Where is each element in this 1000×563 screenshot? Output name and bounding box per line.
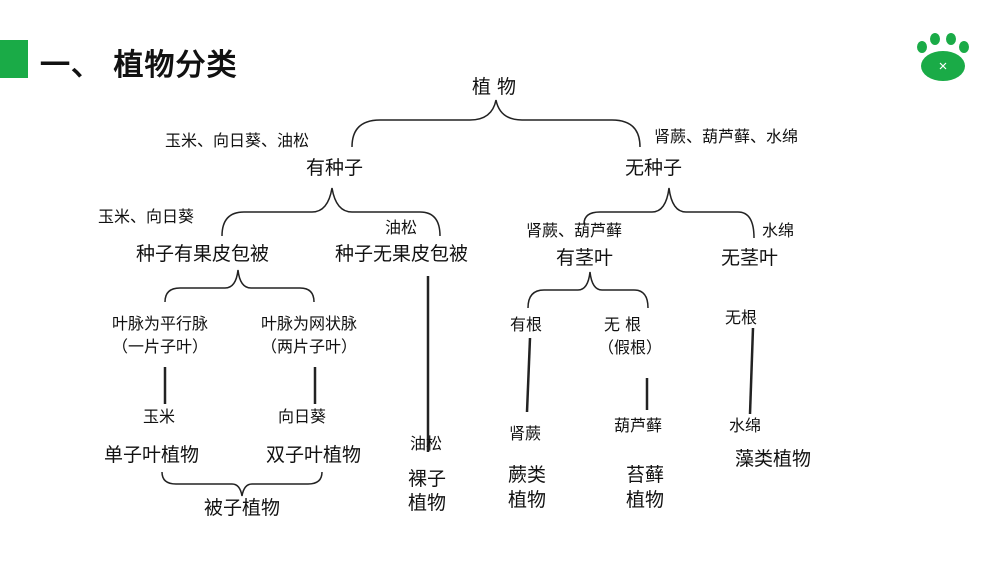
brace-stemleaf — [527, 271, 649, 309]
examples-noseed: 肾蕨、葫芦藓、水绵 — [654, 127, 799, 146]
group-gymno-line2: 植物 — [408, 492, 447, 514]
example-algae: 水绵 — [729, 416, 762, 435]
node-netted-veins: 叶脉为网状脉 — [261, 314, 358, 333]
group-angiosperm: 被子植物 — [204, 497, 281, 519]
node-seed: 有种子 — [306, 157, 364, 179]
node-two-cotyledons: （两片子叶） — [261, 337, 358, 356]
examples-stem-leaf: 肾蕨、葫芦藓 — [526, 221, 623, 240]
page-title: 一、 植物分类 — [40, 48, 238, 83]
example-corn: 玉米 — [143, 407, 176, 426]
brace-angio-split — [164, 269, 315, 303]
examples-no-fruit-coat: 油松 — [385, 218, 418, 237]
examples-no-stem-leaf: 水绵 — [762, 221, 795, 240]
group-fern-line1: 蕨类 — [508, 464, 547, 486]
node-no-root: 无 根 — [604, 315, 642, 334]
example-moss: 葫芦藓 — [614, 416, 663, 435]
node-noseed: 无种子 — [625, 157, 683, 179]
node-false-root: （假根） — [598, 338, 663, 357]
group-algae: 藻类植物 — [735, 448, 812, 470]
brace-noseed — [583, 187, 755, 239]
node-parallel-veins: 叶脉为平行脉 — [112, 314, 209, 333]
brace-angiosperm — [161, 471, 323, 497]
paw-icon — [917, 33, 969, 81]
node-stem-leaf: 有茎叶 — [556, 247, 614, 269]
node-no-fruit-coat: 种子无果皮包被 — [335, 243, 469, 265]
title-accent-bar — [0, 40, 28, 78]
group-moss-line1: 苔藓 — [626, 464, 665, 486]
examples-seed: 玉米、向日葵、油松 — [165, 131, 310, 150]
node-no-stem-leaf: 无茎叶 — [721, 247, 779, 269]
group-fern-line2: 植物 — [508, 489, 547, 511]
group-gymno-line1: 裸子 — [408, 468, 447, 490]
brace-root — [351, 99, 641, 148]
node-rootless: 无根 — [725, 308, 758, 327]
example-sunflower: 向日葵 — [278, 407, 327, 426]
group-moss-line2: 植物 — [626, 489, 665, 511]
example-pine: 油松 — [410, 434, 443, 453]
group-monocot: 单子叶植物 — [104, 444, 200, 466]
group-dicot: 双子叶植物 — [266, 444, 362, 466]
node-fruit-coat: 种子有果皮包被 — [136, 243, 270, 265]
node-root: 植 物 — [472, 76, 517, 98]
line-algae — [748, 327, 755, 415]
node-one-cotyledon: （一片子叶） — [112, 337, 209, 356]
line-fern — [525, 337, 532, 413]
example-fern: 肾蕨 — [509, 424, 542, 443]
brace-seed — [221, 187, 441, 237]
examples-fruit-coat: 玉米、向日葵 — [98, 207, 195, 226]
node-has-root: 有根 — [510, 315, 543, 334]
